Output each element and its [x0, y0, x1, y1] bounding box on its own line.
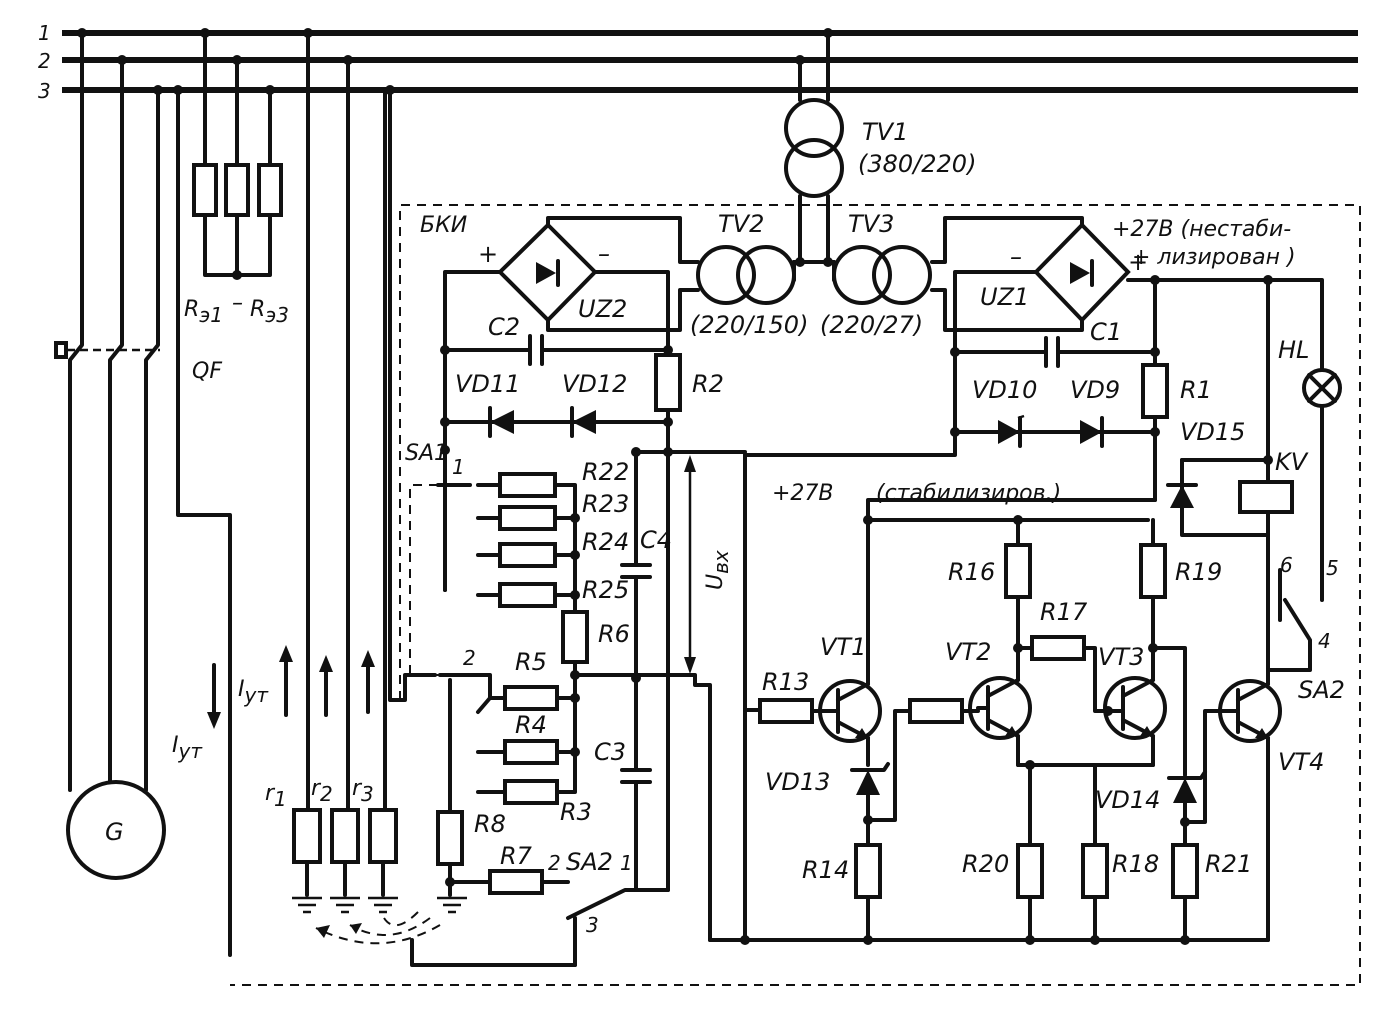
uz1-minus: –: [1010, 243, 1022, 271]
vd15-label: VD15: [1180, 418, 1245, 446]
bus-number-2: 2: [38, 49, 51, 73]
phase-resistance-r3-label: r3: [352, 776, 374, 806]
transistor-stage: R13 VT1 VD13 R14: [708, 518, 1324, 945]
uz2-label: UZ2: [578, 295, 627, 323]
input-voltage-label: Uвх: [703, 550, 733, 590]
phase-resistance-r1-label: r1: [265, 781, 287, 811]
r14-label: R14: [802, 856, 849, 884]
earthing-resistor-3-label: Rэ3: [250, 297, 289, 327]
uz2-minus: –: [598, 240, 610, 268]
stabilized-supply-note: (стабилизиров.): [876, 481, 1061, 506]
leakage-current-label-bottom: Iут: [172, 733, 203, 763]
generator-label: G: [105, 818, 124, 846]
earthing-dash: –: [232, 291, 243, 316]
uz1-plus: +: [1128, 248, 1148, 276]
sa1-label: SA1: [405, 441, 448, 466]
r16-label: R16: [948, 558, 995, 586]
r18-label: R18: [1112, 850, 1159, 878]
r20-label: R20: [962, 850, 1009, 878]
bus-number-1: 1: [38, 21, 51, 45]
r24-label: R24: [582, 528, 629, 556]
r19-label: R19: [1175, 558, 1222, 586]
bki-block-label: БКИ: [420, 213, 467, 238]
bki-block-boundary: [230, 204, 1361, 986]
vd11-label: VD11: [455, 370, 520, 398]
r23-label: R23: [582, 490, 629, 518]
c4-label: C4: [640, 526, 672, 554]
tv1-ratio: (380/220): [858, 150, 976, 178]
sa2-pin-3: 3: [586, 913, 599, 937]
vt4-label: VT4: [1278, 748, 1324, 776]
stabilized-supply-voltage: +27В: [772, 481, 834, 506]
c3-label: C3: [594, 738, 626, 766]
r13-label: R13: [762, 668, 809, 696]
three-phase-bus: 1 2 3: [38, 21, 1358, 103]
tv1-label: TV1: [862, 118, 908, 146]
c2-label: C2: [488, 313, 520, 341]
r4-label: R4: [515, 711, 547, 739]
transformers-tv2-tv3: TV2 TV3 (220/150) (220/27): [690, 210, 932, 339]
tv2-ratio: (220/150): [690, 311, 808, 339]
leakage-current-label-top: Iут: [238, 677, 269, 707]
sa2-left-label: SA2: [566, 848, 613, 876]
r22-label: R22: [582, 458, 629, 486]
vd10-label: VD10: [972, 376, 1037, 404]
r5-label: R5: [515, 648, 547, 676]
tv2-label: TV2: [718, 210, 764, 238]
test-circuit-sa2: R8 R7 2 SA2 1 3: [410, 678, 670, 967]
unstabilized-supply-line2: + лизирован ): [1132, 245, 1296, 270]
uz2-plus: +: [478, 240, 498, 268]
phase-to-ground-resistances: Iут Iут r1 r2 r3: [172, 28, 467, 957]
sa2-pin-1: 1: [620, 851, 633, 875]
switch-sa1-range: SA1 1 R22 R23 R24 R25 R6: [405, 441, 630, 762]
hl-label: HL: [1278, 336, 1309, 364]
uz1-label: UZ1: [980, 283, 1029, 311]
tv3-label: TV3: [848, 210, 894, 238]
generator-symbol: [66, 780, 166, 880]
unstabilized-supply-line1: +27В (нестаби-: [1112, 217, 1291, 242]
sa1-position-2-branch: 2 R5 R4 R3: [438, 646, 592, 826]
r2-label: R2: [692, 370, 724, 398]
vd12-label: VD12: [562, 370, 627, 398]
c1-label: C1: [1090, 318, 1122, 346]
r7-label: R7: [500, 842, 533, 870]
sa2-right-label: SA2: [1298, 676, 1345, 704]
input-filter: C4 C3 Uвх: [573, 447, 762, 942]
vt1-label: VT1: [820, 633, 866, 661]
rectifier-uz2: + – UZ2 C2 R2 VD11 VD12: [440, 216, 724, 892]
transformer-tv1: TV1 (380/220): [784, 28, 976, 264]
earthing-resistor-1-label: Rэ1: [184, 297, 223, 327]
vt3-label: VT3: [1098, 643, 1144, 671]
bus-number-3: 3: [38, 79, 51, 103]
r6-label: R6: [598, 620, 630, 648]
kv-pin-6: 6: [1280, 553, 1293, 577]
breaker-label: QF: [192, 359, 222, 384]
kv-pin-4: 4: [1318, 629, 1331, 653]
phase-resistance-r2-label: r2: [311, 776, 333, 806]
sa1-pin-2: 2: [463, 646, 476, 670]
generator-branch: G QF: [54, 28, 222, 880]
tv3-ratio: (220/27): [820, 311, 923, 339]
r21-label: R21: [1205, 850, 1252, 878]
kv-pin-5: 5: [1326, 556, 1339, 580]
relay-and-lamp: HL KV VD15 6 5 4 SA2: [1166, 278, 1345, 704]
vd13-label: VD13: [765, 768, 830, 796]
r8-label: R8: [474, 810, 506, 838]
kv-label: KV: [1275, 448, 1309, 476]
vd9-label: VD9: [1070, 376, 1120, 404]
vd14-label: VD14: [1095, 786, 1160, 814]
sa2-pin-2: 2: [548, 851, 561, 875]
r25-label: R25: [582, 576, 629, 604]
vt2-label: VT2: [945, 638, 991, 666]
r17-label: R17: [1040, 598, 1088, 626]
r3-label: R3: [560, 798, 592, 826]
earthing-resistors: Rэ1 – Rэ3: [184, 28, 289, 327]
sa1-pin-1: 1: [452, 455, 465, 479]
r1-label: R1: [1180, 376, 1212, 404]
